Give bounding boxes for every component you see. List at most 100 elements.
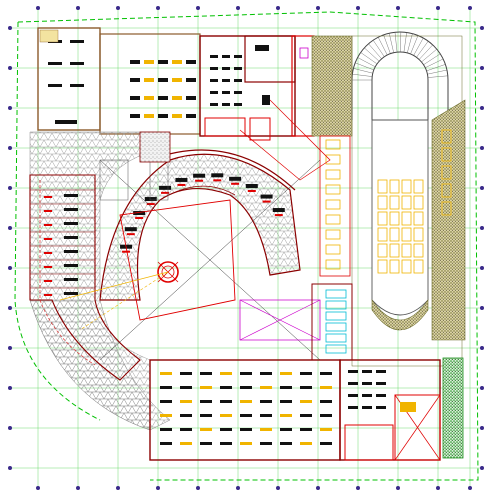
- parked-car: [441, 165, 452, 180]
- shop-fixture: [222, 103, 230, 106]
- grid-node: [480, 266, 484, 270]
- shop-fixture: [245, 183, 258, 188]
- parked-car: [377, 227, 388, 242]
- shop-fixture: [44, 196, 52, 198]
- shop-fixture: [220, 414, 232, 417]
- shop-fixture: [376, 406, 386, 409]
- shop-fixture: [122, 250, 131, 253]
- shop-fixture: [262, 200, 271, 203]
- parked-car: [377, 259, 388, 274]
- ramp-step: [353, 68, 373, 74]
- shop-fixture: [362, 394, 372, 397]
- ramp-step: [416, 41, 429, 58]
- shop-fixture: [320, 400, 332, 403]
- shop-fixture: [44, 210, 52, 212]
- ramp-step: [394, 32, 398, 53]
- shop-fixture: [130, 60, 140, 64]
- shop-fixture: [348, 406, 358, 409]
- shop-fixture: [400, 402, 416, 412]
- shop-fixture: [158, 60, 168, 64]
- parked-car: [401, 211, 412, 226]
- shop-fixture: [158, 114, 168, 118]
- shop-fixture: [280, 372, 292, 375]
- shop-fixture: [210, 67, 218, 70]
- shop-fixture: [260, 400, 272, 403]
- shop-fixture: [186, 96, 196, 100]
- ramp-step: [389, 33, 394, 53]
- shop-fixture: [280, 400, 292, 403]
- shop-fixture: [161, 191, 170, 194]
- shop-fixture: [222, 55, 230, 58]
- shop-fixture: [240, 428, 252, 431]
- shop-fixture: [260, 428, 272, 431]
- grid-node: [8, 426, 12, 430]
- parked-car: [441, 129, 452, 144]
- shop-fixture: [64, 236, 78, 239]
- parked-car: [441, 147, 452, 162]
- shop-fixture: [186, 60, 196, 64]
- parking-bay: [325, 333, 347, 343]
- grid-node: [276, 486, 280, 490]
- shop-fixture: [144, 114, 154, 118]
- shop-fixture: [200, 414, 212, 417]
- grid-node: [8, 186, 12, 190]
- grid-node: [156, 6, 160, 10]
- shop-fixture: [260, 414, 272, 417]
- shop-fixture: [160, 428, 172, 431]
- shop-fixture: [220, 400, 232, 403]
- ramp-step: [427, 69, 447, 75]
- shop-fixture: [44, 294, 52, 296]
- grid-node: [196, 486, 200, 490]
- shop-fixture: [70, 84, 84, 87]
- parked-car: [325, 214, 341, 225]
- ramp-step: [407, 33, 413, 54]
- parking-surface-strip: [311, 35, 353, 137]
- parked-car: [325, 139, 341, 150]
- shop-fixture: [160, 414, 172, 417]
- grid-node: [480, 226, 484, 230]
- grid-node: [8, 266, 12, 270]
- ramp-step: [360, 52, 378, 65]
- shop-fixture: [320, 428, 332, 431]
- grid-node: [480, 346, 484, 350]
- shop-fixture: [376, 382, 386, 385]
- grid-node: [236, 6, 240, 10]
- shop-fixture: [200, 442, 212, 445]
- grid-node: [316, 486, 320, 490]
- stair-hatch: [139, 131, 171, 163]
- shop-fixture: [44, 280, 52, 282]
- grid-node: [196, 6, 200, 10]
- shop-fixture: [234, 67, 242, 70]
- shop-fixture: [180, 400, 192, 403]
- parked-car: [441, 183, 452, 198]
- grid-node: [480, 66, 484, 70]
- shop-fixture: [144, 78, 154, 82]
- shop-fixture: [64, 222, 78, 225]
- shop-fixture: [272, 208, 285, 213]
- ramp-step: [421, 48, 437, 63]
- shop-fixture: [234, 79, 242, 82]
- shop-fixture: [144, 96, 154, 100]
- shop-fixture: [180, 386, 192, 389]
- grid-node: [116, 6, 120, 10]
- parked-car: [413, 195, 424, 210]
- shop-fixture: [300, 372, 312, 375]
- grid-node: [396, 486, 400, 490]
- shop-fixture: [200, 428, 212, 431]
- grid-node: [116, 486, 120, 490]
- shop-fixture: [211, 173, 224, 178]
- ramp-step: [368, 43, 382, 59]
- ramp-step: [425, 58, 444, 68]
- parked-car: [389, 179, 400, 194]
- grid-node: [480, 146, 484, 150]
- shop-fixture: [160, 400, 172, 403]
- grid-node: [480, 26, 484, 30]
- grid-node: [468, 486, 472, 490]
- parked-car: [401, 179, 412, 194]
- shop-fixture: [48, 62, 62, 65]
- shop-fixture: [213, 179, 222, 182]
- shop-fixture: [234, 91, 242, 94]
- grid-node: [480, 466, 484, 470]
- shop-fixture: [260, 194, 273, 199]
